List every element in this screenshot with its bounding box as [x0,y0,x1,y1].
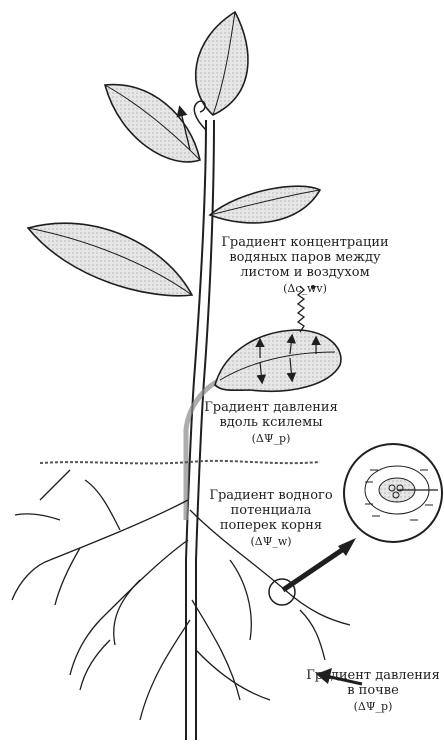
label-soil-line-2: в почве [304,683,442,698]
label-xylem-line-1: Градиент давления [196,400,346,415]
leaf-top [196,12,248,115]
leaf-right [210,186,320,223]
label-vapor-line-2: водяных паров между [210,250,400,265]
label-xylem-gradient: Градиент давления вдоль ксилемы (ΔΨ_p) [196,400,346,446]
leaf-upper-left [105,85,200,162]
label-root-line-1: Градиент водного [196,488,346,503]
label-soil-gradient: Градиент давления в почве (ΔΨ_p) [304,668,442,714]
label-vapor-line-3: листом и воздухом [210,265,400,280]
label-vapor-gradient: Градиент концентрации водяных паров межд… [210,235,400,296]
label-root-gradient: Градиент водного потенциала поперек корн… [196,488,346,549]
label-xylem-line-2: вдоль ксилемы [196,415,346,430]
label-vapor-line-1: Градиент концентрации [210,235,400,250]
label-soil-symbol: (ΔΨ_p) [304,699,442,714]
soil-line [40,461,320,464]
label-vapor-symbol: (Δc_wv) [210,281,400,296]
leaf-large-left [28,223,192,296]
label-root-line-2: потенциала [196,503,346,518]
label-xylem-symbol: (ΔΨ_p) [196,431,346,446]
leaf-lower-right [215,330,341,391]
label-soil-line-1: Градиент давления [304,668,442,683]
label-root-symbol: (ΔΨ_w) [196,534,346,549]
label-root-line-3: поперек корня [196,518,346,533]
